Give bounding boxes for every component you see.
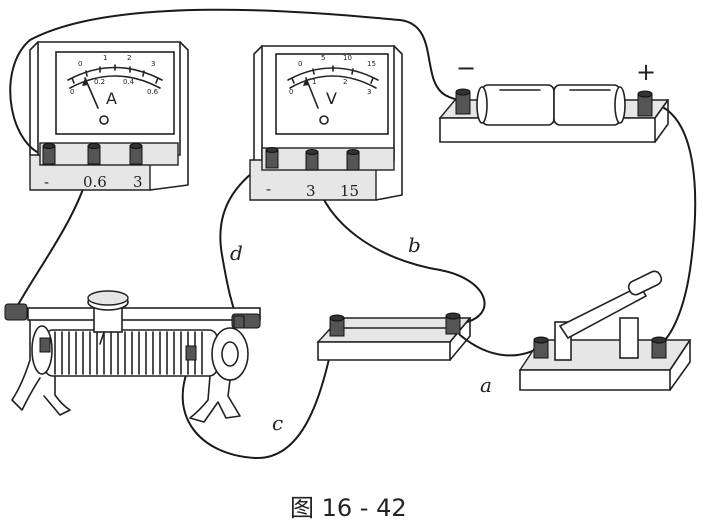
battery-terminal-neg[interactable] bbox=[455, 88, 471, 115]
ammeter-scale-top-1: 1 bbox=[103, 54, 107, 62]
rheostat-terminal-top-right[interactable] bbox=[233, 315, 245, 329]
switch-handle bbox=[627, 270, 663, 296]
knife-switch[interactable] bbox=[518, 269, 692, 391]
voltmeter-scale-bottom-0: 0 bbox=[289, 88, 293, 96]
component-terminal-left[interactable] bbox=[329, 314, 345, 337]
wire-label-a: a bbox=[480, 373, 492, 397]
ammeter-scale-top-3: 3 bbox=[151, 60, 155, 68]
battery-positive-sign: + bbox=[636, 58, 656, 86]
voltmeter-symbol: V bbox=[326, 89, 337, 108]
battery-cells bbox=[476, 84, 626, 126]
voltmeter-scale-top-0: 0 bbox=[298, 60, 302, 68]
ammeter-label-neg: - bbox=[44, 173, 49, 191]
battery: − + bbox=[438, 54, 670, 143]
voltmeter-terminal-neg[interactable] bbox=[265, 147, 279, 169]
battery-negative-sign: − bbox=[456, 54, 476, 82]
ammeter-terminal-neg[interactable] bbox=[42, 143, 56, 165]
wire-d bbox=[219, 159, 271, 323]
wire-c bbox=[181, 323, 337, 460]
wire-top bbox=[9, 8, 465, 157]
ammeter: 0 1 2 3 0 0.2 0.4 0.6 A - 0.6 3 bbox=[29, 41, 189, 191]
switch-terminal-left[interactable] bbox=[533, 336, 549, 359]
ammeter-label-3: 3 bbox=[133, 173, 143, 191]
rheostat-rod-end-left bbox=[4, 303, 28, 321]
ammeter-scale-top-2: 2 bbox=[127, 54, 131, 62]
voltmeter-scale-top-2: 10 bbox=[343, 54, 352, 62]
ammeter-scale-bottom-2: 0.4 bbox=[123, 78, 135, 86]
rheostat-stand-right bbox=[189, 375, 241, 423]
switch-blade bbox=[558, 284, 648, 340]
battery-terminal-pos[interactable] bbox=[637, 90, 653, 117]
ammeter-scale-bottom-3: 0.6 bbox=[147, 88, 159, 96]
voltmeter-scale-top-3: 15 bbox=[367, 60, 376, 68]
wire-label-c: c bbox=[272, 411, 283, 435]
voltmeter-ticks bbox=[291, 65, 374, 84]
rheostat-terminal-bottom-right[interactable] bbox=[185, 345, 197, 361]
component-board bbox=[316, 312, 472, 361]
wire-label-b: b bbox=[408, 233, 421, 257]
rheostat-terminal-left[interactable] bbox=[39, 337, 51, 353]
ammeter-scale-bottom-1: 0.2 bbox=[94, 78, 105, 86]
ammeter-symbol: A bbox=[106, 89, 117, 108]
rheostat bbox=[4, 290, 261, 423]
voltmeter-label-15: 15 bbox=[340, 182, 359, 200]
rheostat-end-disc-right bbox=[211, 327, 249, 381]
voltmeter-terminal-15[interactable] bbox=[346, 149, 360, 171]
ammeter-scale-top-0: 0 bbox=[78, 60, 82, 68]
voltmeter-scale-top-1: 5 bbox=[321, 54, 325, 62]
component-terminal-right[interactable] bbox=[445, 312, 461, 335]
rheostat-slider[interactable] bbox=[87, 290, 129, 345]
wire-battery-switch bbox=[647, 101, 697, 346]
rheostat-coil-windings bbox=[54, 331, 203, 375]
ammeter-label-0-6: 0.6 bbox=[83, 173, 107, 191]
rheostat-stand-left bbox=[11, 319, 41, 411]
wire-label-d: d bbox=[230, 241, 243, 265]
voltmeter-scale-bottom-2: 2 bbox=[343, 78, 347, 86]
voltmeter-terminal-3[interactable] bbox=[305, 149, 319, 171]
voltmeter-scale-bottom-3: 3 bbox=[367, 88, 371, 96]
ammeter-scale-bottom-0: 0 bbox=[70, 88, 74, 96]
ammeter-terminal-0-6[interactable] bbox=[87, 143, 101, 165]
voltmeter-label-3: 3 bbox=[306, 182, 316, 200]
wire-b bbox=[311, 162, 486, 325]
ammeter-terminal-3[interactable] bbox=[129, 143, 143, 165]
switch-terminal-right[interactable] bbox=[651, 336, 667, 359]
voltmeter-scale-bottom-1: 1 bbox=[312, 78, 316, 86]
ammeter-needle bbox=[84, 77, 99, 109]
ammeter-ticks bbox=[71, 64, 159, 84]
figure-caption: 图 16 - 42 bbox=[290, 494, 407, 522]
wire-a bbox=[459, 334, 543, 357]
voltmeter-label-neg: - bbox=[266, 180, 271, 198]
voltmeter: 0 5 10 15 0 1 2 3 V - 3 15 bbox=[249, 45, 403, 201]
